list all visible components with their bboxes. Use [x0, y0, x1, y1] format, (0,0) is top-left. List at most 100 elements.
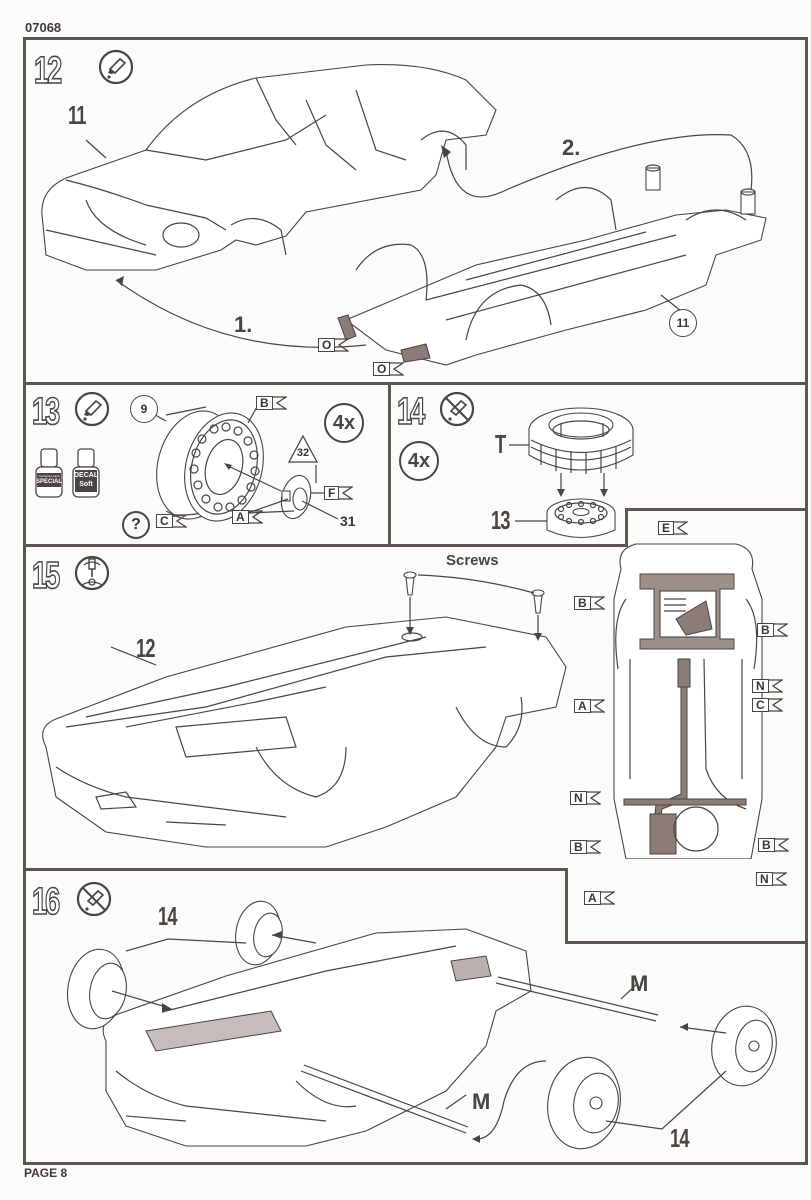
axle-rear [495, 982, 657, 1022]
car-body-outline [41, 64, 497, 271]
triangle-part-32: 32 [288, 435, 318, 463]
glue-tube-icon [74, 391, 110, 427]
divider-detail-top [625, 508, 808, 511]
sequence-label-1: 1. [234, 312, 253, 337]
axle-front [300, 1070, 467, 1134]
sequence-label-2: 2. [562, 135, 581, 160]
flag-tip [773, 623, 788, 637]
paint-pot-label-line1: DECAL [74, 472, 99, 479]
part-label-body: 11 [68, 100, 87, 130]
divider-step13-bottom [23, 544, 628, 547]
no-glue-icon [439, 391, 475, 427]
circled-part-9: 9 [130, 395, 158, 423]
part-letter-M-bottom: M [472, 1089, 491, 1114]
flag-tip [768, 679, 783, 693]
flag-tip [586, 791, 601, 805]
inverted-car-outline [42, 616, 567, 848]
detail-flag-N-left: N [570, 791, 601, 805]
part-label-13: 13 [491, 505, 511, 535]
step-13-panel: 13 Contacta Liquid SPECIAL DECAL Soft [26, 385, 388, 544]
step-number: 14 [396, 391, 425, 433]
detail-flag-B-left-top: B [574, 596, 605, 610]
part-number-31: 31 [340, 513, 356, 529]
flag-tip [590, 699, 605, 713]
question-mark-icon: ? [122, 511, 150, 539]
step-number: 13 [31, 391, 60, 433]
detail-flag-N-right-bottom: N [756, 872, 787, 886]
paint-pot-decal-soft: DECAL Soft [71, 447, 101, 499]
divider-detail-bottom-v [565, 868, 568, 944]
flag-tip [390, 362, 405, 376]
no-glue-icon [76, 881, 112, 917]
inverted-car-outline [102, 928, 532, 1147]
screwdriver-icon [74, 555, 110, 591]
part-label-12: 12 [136, 633, 156, 663]
divider-step13-14 [388, 382, 391, 547]
step-15-illustration [42, 571, 567, 848]
detail-flag-B-right-top: B [757, 623, 788, 637]
flag-tip [600, 891, 615, 905]
flag-tip [774, 838, 789, 852]
paint-pot-contacta: Contacta Liquid SPECIAL [34, 447, 64, 499]
glue-tube-icon [98, 49, 134, 85]
document-code: 07068 [25, 20, 62, 35]
triangle-icon [288, 435, 318, 463]
page-frame [23, 37, 808, 1165]
paint-pot-icon [35, 448, 63, 498]
screw-1 [403, 571, 417, 635]
flag-tip [272, 396, 287, 410]
part-label-14-bottom: 14 [670, 1123, 690, 1153]
page-number: PAGE 8 [24, 1166, 68, 1180]
divider-step12 [23, 382, 808, 385]
paint-pot-icon [72, 448, 100, 498]
step-15-panel: 15 12 Screws [26, 521, 808, 868]
multiplier-badge: 4x [324, 403, 364, 443]
flag-tip [586, 840, 601, 854]
triangle-part-label: 32 [296, 447, 310, 459]
divider-detail-left [625, 508, 628, 547]
flag-tip [772, 872, 787, 886]
wheel-rear-left [547, 1056, 621, 1150]
step-16-panel: 16 14 14 M M [26, 871, 808, 1165]
flag-tip [590, 596, 605, 610]
flag-tip [172, 514, 187, 528]
step-14-panel: 14 4x T 13 [391, 385, 805, 544]
step-16-illustration [67, 900, 777, 1150]
sequence-arrow-2 [445, 134, 753, 198]
underside-detail-drawing [613, 543, 763, 859]
part-letter-M-top: M [630, 971, 649, 996]
part-letter-T: T [495, 429, 506, 459]
detail-flag-B-left-bottom: B [570, 840, 601, 854]
wheel-front-right [235, 900, 317, 966]
circled-part-11: 11 [669, 309, 697, 337]
flag-F: F [324, 486, 354, 500]
multiplier-badge: 4x [399, 441, 439, 481]
chassis-outline [344, 209, 767, 366]
screws-label: Screws [446, 552, 499, 569]
flag-C: C [156, 514, 187, 528]
detail-flag-A-left-top: A [574, 699, 605, 713]
flag-B: B [256, 396, 287, 410]
detail-flag-B-right-bottom: B [758, 838, 789, 852]
detail-flag-A-left-bottom: A [584, 891, 615, 905]
flag-tip [339, 486, 354, 500]
flag-A: A [232, 510, 263, 524]
step-number: 15 [31, 555, 60, 597]
step-number: 16 [31, 881, 60, 923]
wheel-rear-right [679, 1005, 777, 1087]
step-14-illustration [509, 407, 634, 538]
paint-pot-label-line2: SPECIAL [35, 479, 62, 485]
step-12-panel: 12 11 [26, 40, 805, 382]
underside-detail: E B A N B B N C [566, 509, 806, 859]
detail-flag-N-right: N [752, 679, 783, 693]
divider-step16-top [23, 868, 568, 871]
screw-2 [531, 589, 545, 641]
detail-flag-E: E [658, 521, 689, 535]
part-label-14-top: 14 [158, 901, 178, 931]
wheel-front-left [67, 948, 172, 1030]
paint-pot-label-line2: Soft [79, 481, 93, 488]
divider-detail-bottom-h [565, 941, 808, 944]
detail-flag-C-right: C [752, 698, 783, 712]
flag-O-2: O [373, 362, 405, 376]
flag-tip [768, 698, 783, 712]
